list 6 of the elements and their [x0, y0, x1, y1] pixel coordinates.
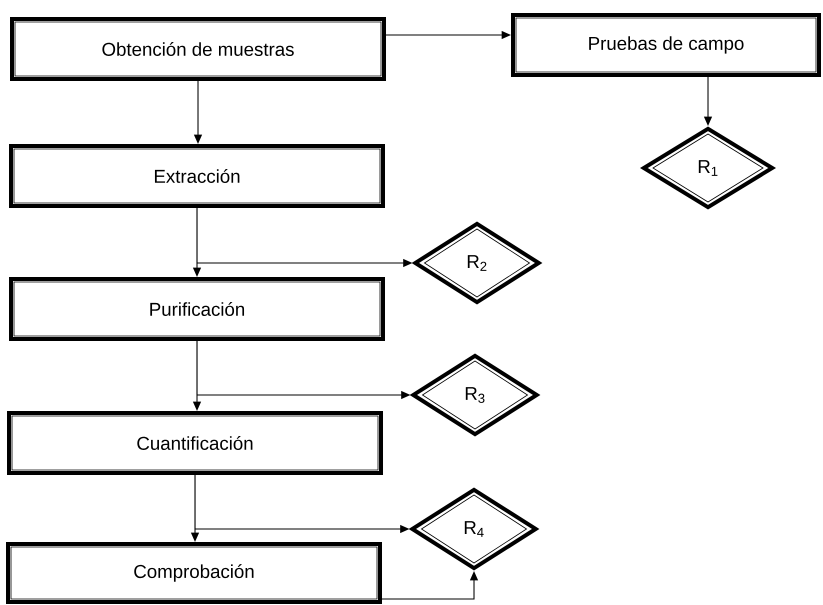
- process-box: Obtención de muestras: [10, 17, 386, 81]
- process-box: Comprobación: [6, 542, 382, 604]
- process-box: Extracción: [9, 144, 385, 208]
- process-box: Purificación: [9, 277, 385, 341]
- process-box: Cuantificación: [7, 411, 383, 475]
- process-box: Pruebas de campo: [511, 13, 821, 77]
